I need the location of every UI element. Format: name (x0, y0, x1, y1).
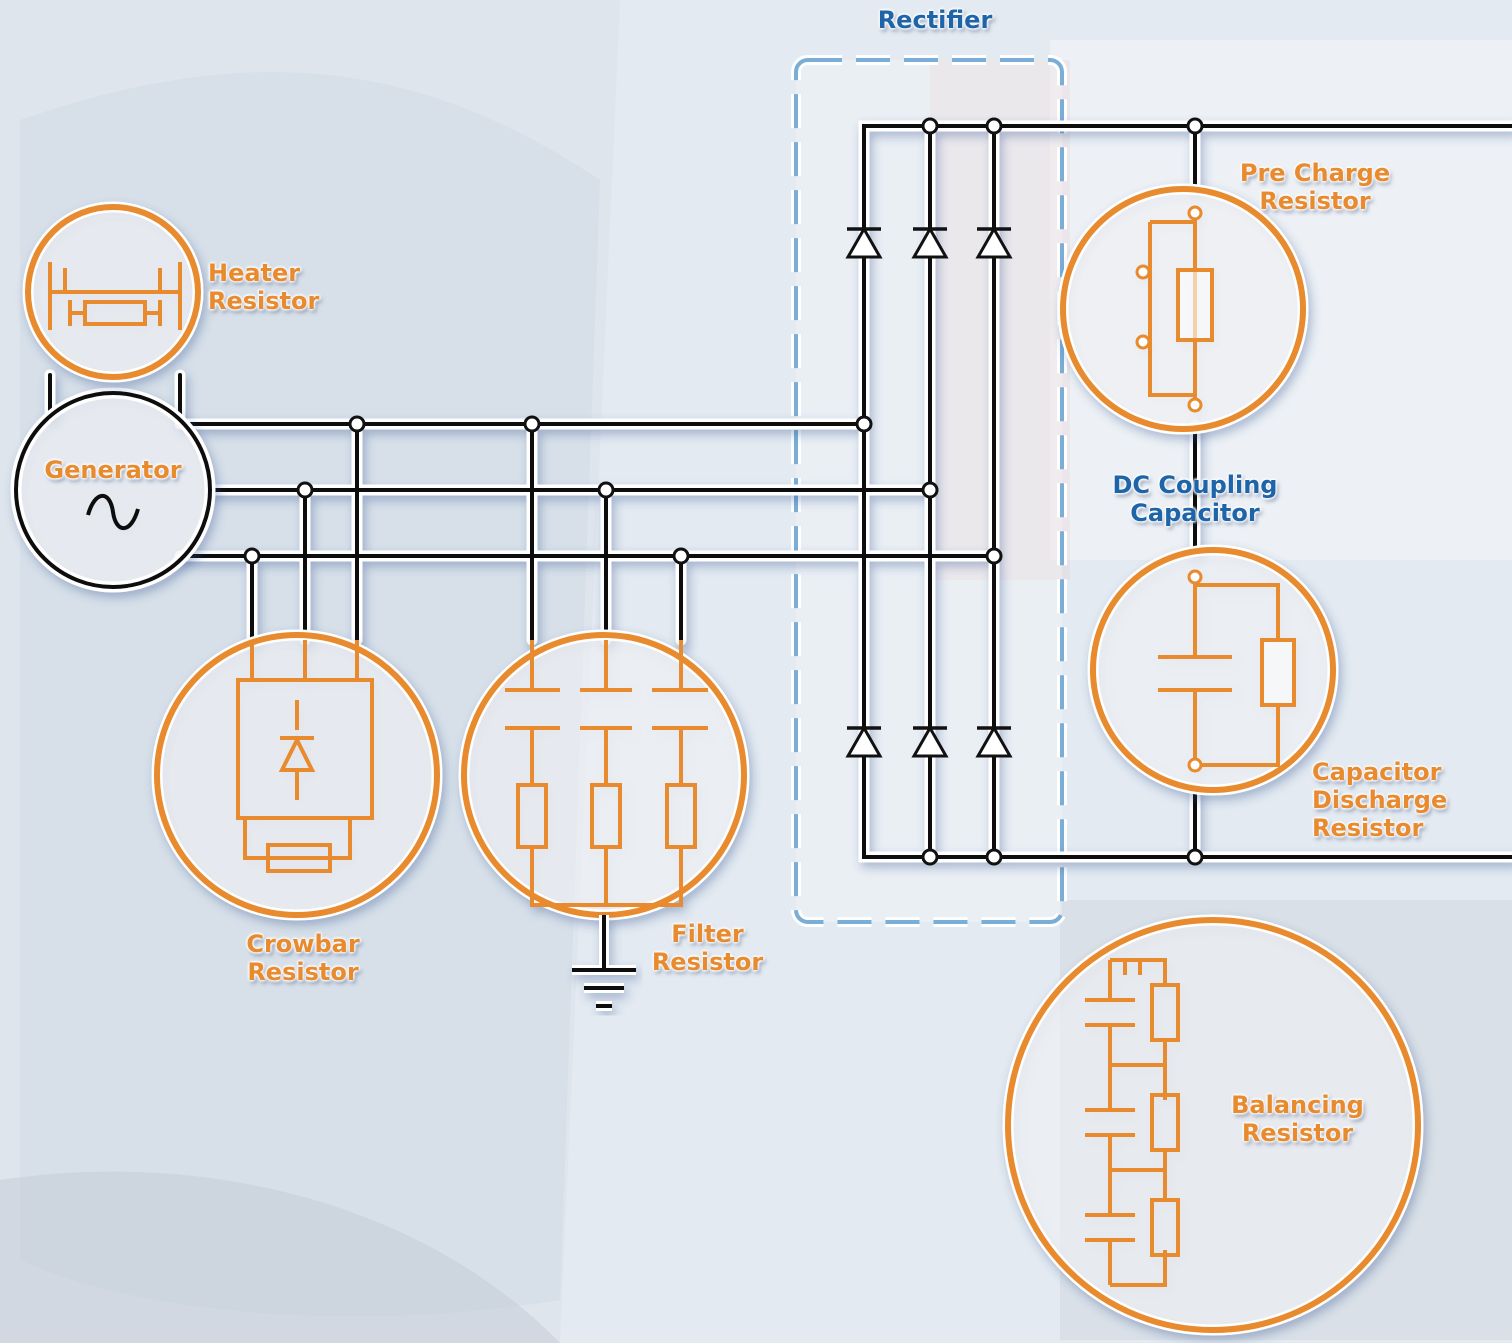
rectifier-label: Rectifier (877, 6, 993, 34)
capacitor-discharge-resistor-label: Capacitor Discharge Resistor (1312, 758, 1448, 842)
dc-coupling-capacitor (1087, 544, 1339, 796)
heater-resistor (22, 201, 204, 383)
filter-resistor (458, 629, 750, 921)
pre-charge-resistor (1057, 183, 1309, 435)
junction-dots (243, 117, 1204, 866)
balancing-resistor (1002, 914, 1424, 1336)
ground-icon (572, 915, 636, 1011)
generator-symbol (10, 387, 216, 593)
crowbar-resistor (151, 629, 443, 921)
generator-label: Generator (44, 456, 182, 484)
